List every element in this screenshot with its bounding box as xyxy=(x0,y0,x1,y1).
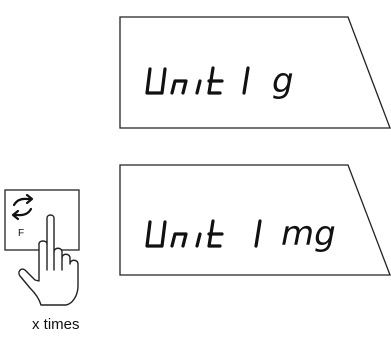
segment-text-bottom xyxy=(145,219,262,248)
function-key[interactable]: F xyxy=(4,189,80,251)
unit-label-top: g xyxy=(272,61,294,101)
display-frame-bottom xyxy=(119,164,391,276)
function-key-letter: F xyxy=(18,228,24,239)
segment-text-top xyxy=(145,66,250,95)
function-key-frame[interactable] xyxy=(4,189,80,251)
pointing-hand-icon xyxy=(18,214,79,306)
display-frame-top xyxy=(119,16,391,129)
display-panel-bottom: mg xyxy=(119,164,391,276)
unit-label-bottom: mg xyxy=(281,214,336,254)
cycle-arrows-icon xyxy=(11,193,34,221)
caption-x-times: x times xyxy=(32,316,80,333)
display-panel-top: g xyxy=(119,16,391,129)
